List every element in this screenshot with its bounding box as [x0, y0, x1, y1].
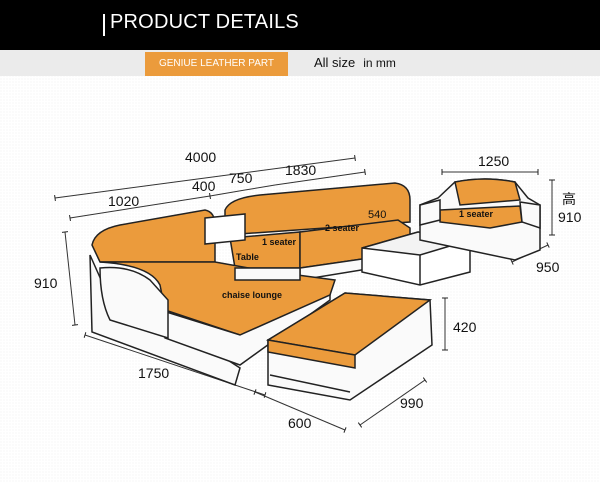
dim-armchair-height-label: 高: [562, 191, 576, 207]
chaise-front: [159, 293, 331, 366]
side-table: [204, 213, 246, 245]
leather-part-badge: GENIUE LEATHER PART: [145, 52, 288, 76]
label-two-seater: 2 seater: [325, 223, 360, 233]
ottoman-rim: [269, 374, 351, 393]
total-width-line: [54, 154, 356, 202]
dimension-labels: 4000 1020 400 750 1830 540 910 1750 420 …: [34, 149, 582, 431]
armchair: [419, 178, 541, 261]
dim-table-width: 400: [192, 178, 216, 194]
header-bar: PRODUCT DETAILS: [0, 0, 600, 50]
size-note: All size in mm: [314, 55, 396, 70]
ottoman-depth-line: [357, 377, 428, 428]
dim-ottoman-height: 420: [453, 319, 477, 335]
page-title: PRODUCT DETAILS: [110, 11, 299, 33]
ottoman: [265, 292, 433, 401]
label-chaise-lounge: chaise lounge: [222, 290, 282, 300]
ottoman-cushion-front: [267, 339, 356, 369]
table-width-line: [209, 189, 246, 197]
dim-two-seater-width: 1830: [285, 162, 316, 178]
dim-seat-depth: 540: [368, 209, 386, 221]
main-backrest: [224, 182, 411, 236]
label-table: Table: [236, 252, 259, 262]
ottoman-width-line: [253, 389, 347, 433]
chaise-width-line: [69, 192, 211, 222]
size-note-text: All size: [314, 55, 356, 70]
dim-ottoman-width: 600: [288, 415, 312, 431]
dim-chaise-width: 1020: [108, 193, 139, 209]
dim-total-width: 4000: [185, 149, 216, 165]
dim-armchair-height: 910: [558, 209, 582, 225]
main-sofa: [89, 182, 411, 386]
armchair-right-arm: [519, 201, 541, 230]
dim-chaise-length: 1750: [138, 365, 169, 381]
chaise-armrest: [99, 266, 169, 340]
two-seater-width-line: [274, 168, 366, 186]
unit-note-text: in mm: [363, 56, 396, 70]
armchair-left-arm: [419, 199, 441, 226]
sofa-drawing: 4000 1020 400 750 1830 540 910 1750 420 …: [0, 76, 600, 482]
height-line: [61, 231, 79, 326]
armchair-backrest: [454, 178, 521, 206]
one-seater-front: [234, 267, 301, 281]
subheader-bar: [0, 50, 600, 76]
dim-one-seater-width: 750: [229, 170, 253, 186]
label-armchair: 1 seater: [459, 209, 494, 219]
dim-ottoman-depth: 990: [400, 395, 424, 411]
label-one-seater: 1 seater: [262, 237, 297, 247]
title-divider: [103, 14, 105, 36]
dimension-lines: [54, 154, 555, 433]
dim-armchair-width: 1250: [478, 153, 509, 169]
part-labels: Table 1 seater 2 seater chaise lounge 1 …: [222, 209, 494, 300]
dim-height: 910: [34, 275, 58, 291]
dim-armchair-depth: 950: [536, 259, 560, 275]
one-seater-width-line: [244, 184, 276, 191]
